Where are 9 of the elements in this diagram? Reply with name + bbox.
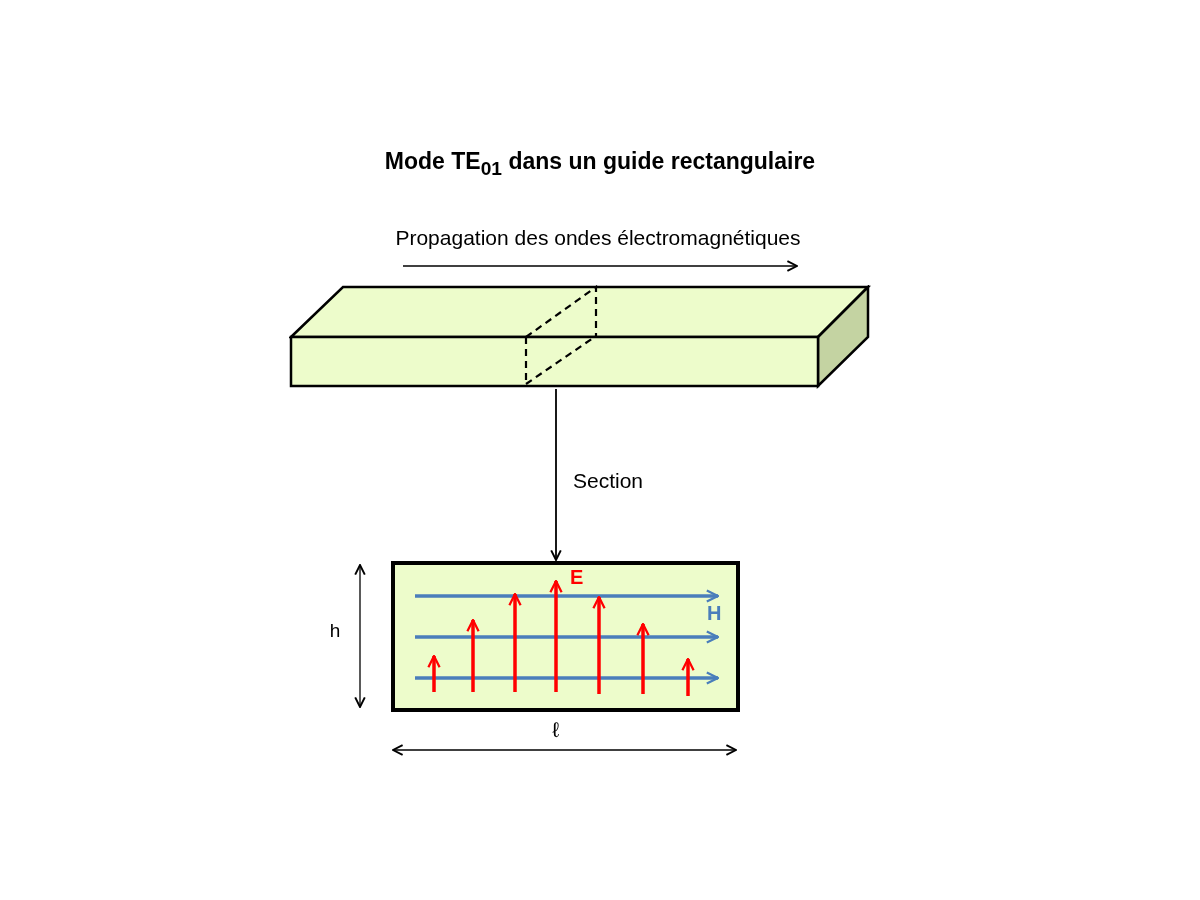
dimension-label: h (329, 620, 341, 642)
field-label: H (707, 602, 722, 625)
field-label: E (570, 566, 584, 589)
title: Mode TE$_{01}$ dans un guide rectangulaire (384, 148, 816, 180)
arrow (550, 388, 562, 561)
dimension-label: ℓ (552, 718, 560, 742)
waveguide-drawing (289, 285, 871, 389)
annotation-text: Propagation des ondes électromagnétiques (395, 226, 801, 250)
cross-section-box (391, 561, 740, 712)
